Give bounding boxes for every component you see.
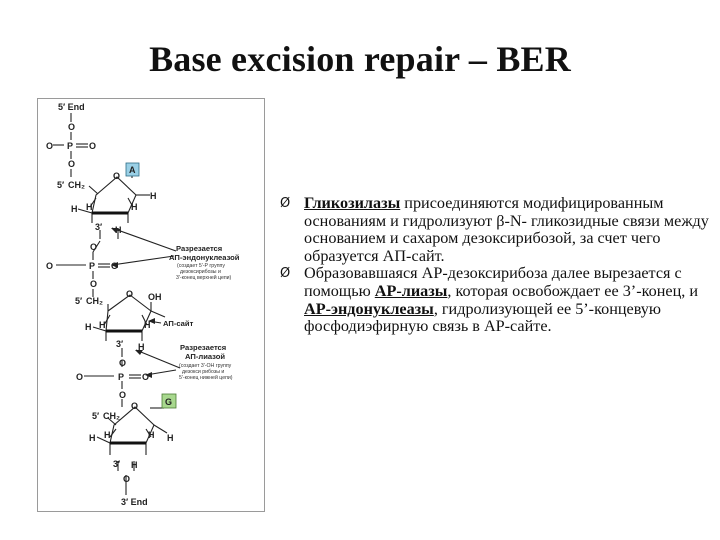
- atom-o: O: [68, 159, 75, 169]
- atom-h: H: [89, 433, 96, 443]
- term-ap-endonuclease: АР-эндонуклеазы: [304, 299, 434, 318]
- atom-o: O: [46, 141, 53, 151]
- atom-o: O: [68, 122, 75, 132]
- atom-o: O: [142, 372, 149, 382]
- five-prime: 5′: [75, 296, 82, 306]
- atom-h: H: [86, 202, 93, 212]
- ch2-group: CH₂: [86, 296, 103, 306]
- atom-h: H: [131, 460, 138, 470]
- base-g-box: [161, 393, 177, 409]
- atom-h: H: [138, 342, 145, 352]
- annotation-1-note: дезоксирибозы и: [180, 269, 221, 275]
- atom-h: H: [144, 320, 151, 330]
- atom-h: H: [104, 430, 111, 440]
- dna-strand-diagram: 5′ End O O P O O 5′ CH₂ O A H H H H 3′ H…: [46, 102, 240, 507]
- atom-o: O: [119, 358, 126, 368]
- atom-h: H: [150, 191, 157, 201]
- three-prime: 3′: [113, 459, 120, 469]
- bullet-item: Ø Образовавшаяся АР-дезоксирибоза далее …: [272, 265, 717, 335]
- atom-o: O: [76, 372, 83, 382]
- ring-oxygen: O: [131, 401, 138, 411]
- atom-p: P: [118, 372, 124, 382]
- arrow-bullet-icon: Ø: [280, 266, 291, 282]
- annotation-2-note: 5′-конец нижней цепи): [179, 374, 233, 381]
- ring-oxygen: O: [113, 171, 120, 181]
- atom-o: O: [123, 474, 130, 484]
- three-end-label: 3′ End: [121, 497, 148, 507]
- atom-p: P: [67, 141, 73, 151]
- atom-h: H: [99, 320, 106, 330]
- three-prime: 3′: [95, 222, 102, 232]
- annotation-2-enzyme: АП-лиазой: [185, 352, 225, 361]
- ap-site-label: АП-сайт: [163, 319, 194, 328]
- atom-o: O: [90, 242, 97, 252]
- base-a-label: A: [129, 165, 136, 175]
- atom-h: H: [115, 225, 122, 235]
- annotation-2-note: дезокси рибозы и: [182, 369, 224, 375]
- ch2-group: CH₂: [68, 180, 85, 190]
- bullet-text: , гидролизующей ее 5’-концевую фосфодиэф…: [304, 299, 661, 336]
- arrow-bullet-icon: Ø: [280, 196, 291, 211]
- atom-o: O: [119, 390, 126, 400]
- bullet-list: Ø Гликозилазы присоединяются модифициров…: [272, 194, 717, 336]
- three-prime: 3′: [116, 339, 123, 349]
- annotation-2-note: (создает 3′-ОН группу: [179, 363, 232, 369]
- ber-diagram: 5′ End O O P O O 5′ CH₂ O A H H H H 3′ H…: [37, 98, 265, 512]
- bullet-item: Ø Гликозилазы присоединяются модифициров…: [272, 194, 717, 265]
- atom-h: H: [148, 430, 155, 440]
- base-a-box: [125, 162, 140, 177]
- bullet-text: Образовавшаяся АР-дезоксирибоза далее вы…: [304, 264, 682, 300]
- annotation-1-note: 3′-конец верхней цепи): [176, 274, 232, 281]
- ch2-group: CH₂: [103, 411, 120, 421]
- bullet-text: присоединяются модифицированным основани…: [304, 194, 709, 265]
- annotation-1-title: Разрезается: [176, 244, 222, 253]
- term-ap-lyase: АР-лиазы: [374, 281, 448, 300]
- base-g-label: G: [165, 397, 172, 407]
- bullet-text: , которая освобождает ее 3’-конец, и: [447, 281, 698, 300]
- ring-oxygen: O: [126, 289, 133, 299]
- atom-p: P: [89, 261, 95, 271]
- atom-o: O: [46, 261, 53, 271]
- atom-o: O: [90, 279, 97, 289]
- atom-o: O: [89, 141, 96, 151]
- atom-h: H: [131, 202, 138, 212]
- slide-title: Base excision repair – BER: [149, 39, 571, 79]
- atom-h: H: [71, 204, 78, 214]
- five-end-label: 5′ End: [58, 102, 85, 112]
- annotation-1-note: (создает 5′-Р группу: [177, 263, 225, 269]
- atom-h: H: [85, 322, 92, 332]
- atom-h: H: [167, 433, 174, 443]
- atom-o: O: [111, 261, 118, 271]
- five-prime: 5′: [57, 180, 64, 190]
- annotation-2-title: Разрезается: [180, 343, 226, 352]
- annotation-1-enzyme: АП-эндонуклеазой: [169, 253, 240, 262]
- oh-group: OH: [148, 292, 162, 302]
- five-prime: 5′: [92, 411, 99, 421]
- term-glycosylases: Гликозилазы: [304, 194, 401, 212]
